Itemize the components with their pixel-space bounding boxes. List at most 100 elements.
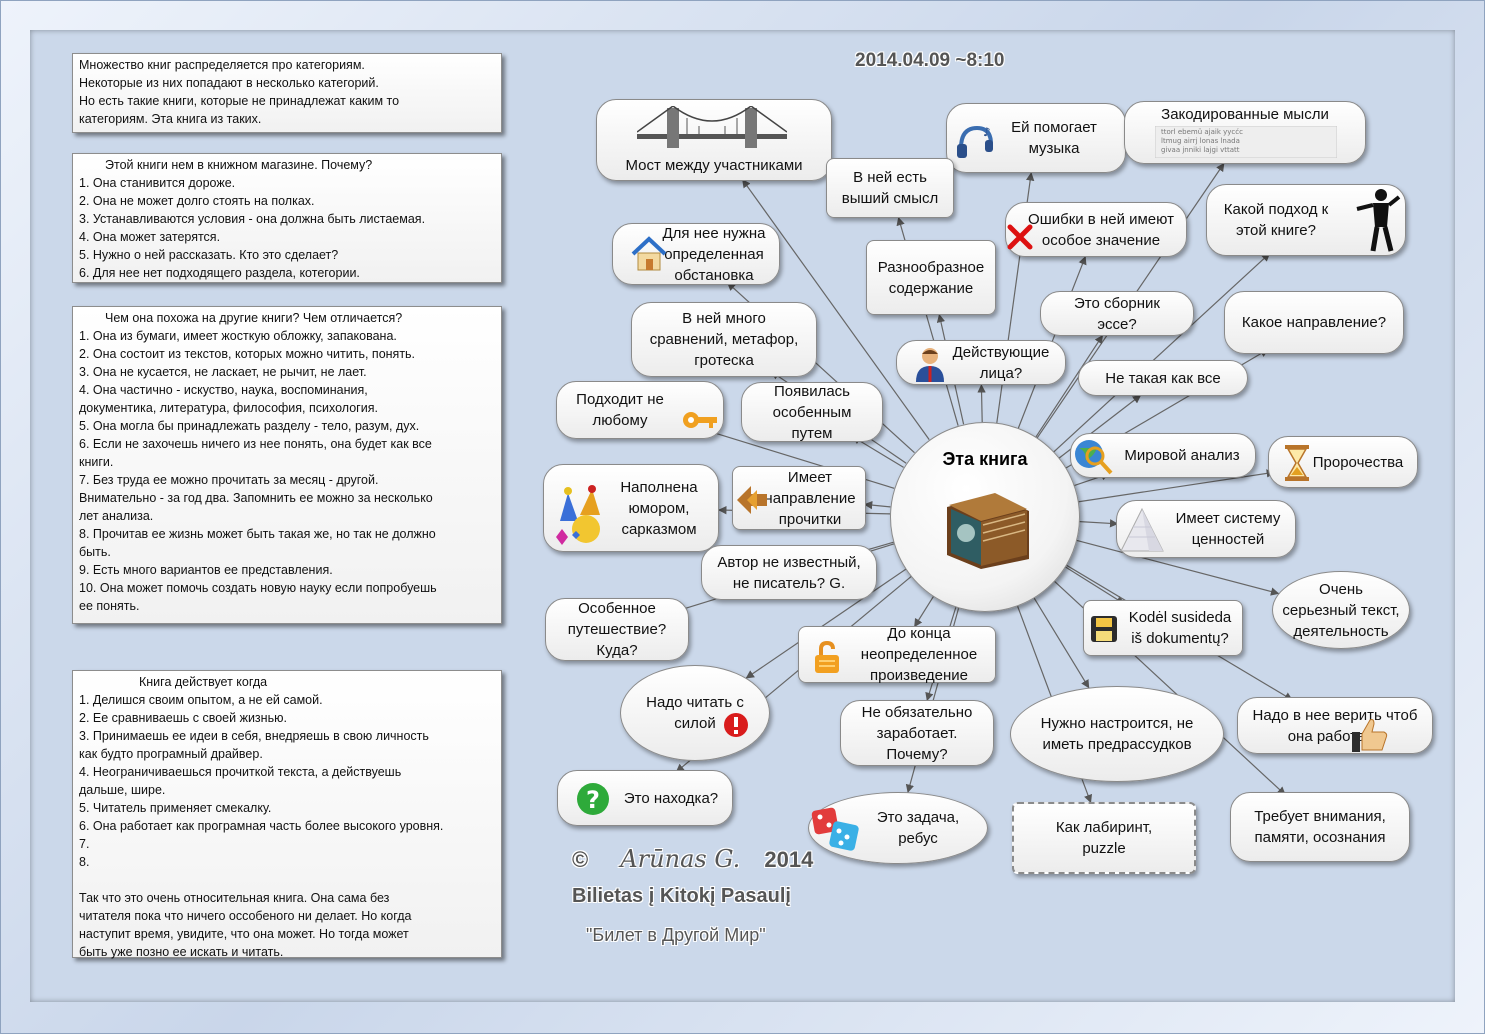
note-line: категориям. Эта книга из таких. (79, 112, 262, 126)
intro-note: Множество книг распределяется про катего… (72, 53, 502, 133)
node-text-line: произведение (870, 667, 968, 684)
copyright-symbol: © (572, 847, 589, 872)
node-text: В ней есть выший смысл (842, 167, 939, 209)
lock-icon (813, 641, 841, 675)
node-world[interactable]: Мировой анализ (1070, 433, 1256, 478)
note-line: быть. (79, 545, 111, 559)
node-meaning[interactable]: В ней есть выший смысл (826, 158, 954, 218)
node-direction[interactable]: Какое направление? (1224, 291, 1404, 354)
node-text-line: памяти, осознания (1254, 829, 1386, 846)
node-text-line: Нужно настроится, не (1040, 715, 1194, 732)
node-author[interactable]: Автор не известный,не писатель? G. (701, 545, 877, 600)
node-text: Закодированные мысли (1161, 104, 1329, 125)
note-line: Но есть такие книги, которые не принадле… (79, 94, 400, 108)
shop-note: Этой книги нем в книжном магазине. Почем… (72, 153, 502, 283)
jester-icon (550, 485, 612, 549)
note-line: 1. Она из бумаги, имеет жосткую обложку,… (79, 329, 397, 343)
node-text-line: направление (764, 489, 856, 507)
node-text-line: Мост между участниками (625, 157, 803, 174)
node-text: Автор не известный,не писатель? G. (717, 552, 860, 594)
pyramid-icon (1119, 507, 1165, 553)
credit-line2: Bilietas į Kitokį Pasaulį (572, 885, 791, 907)
question-icon: ? (576, 782, 610, 816)
note-title: Книга действует когда (139, 675, 268, 689)
connector-serious (1074, 539, 1280, 596)
connector-bridge (742, 179, 930, 440)
node-text-line: музыка (1028, 140, 1080, 157)
node-text-line: путем (791, 424, 833, 442)
connector-values (1077, 519, 1119, 528)
node-text-line: Какой подход к (1223, 201, 1329, 218)
dice-icon (811, 805, 861, 853)
center-node[interactable]: Эта книга (890, 422, 1080, 612)
node-text-line: эссе? (1097, 315, 1137, 333)
book-icon (947, 493, 1029, 569)
globe-icon (1073, 438, 1113, 476)
note-line: 2. Ее сравниваешь с своей жизнью. (79, 711, 287, 725)
node-text-line: В ней есть (853, 169, 927, 186)
node-diverse[interactable]: Разнообразное содержание (866, 240, 996, 315)
svg-text:♪: ♪ (983, 125, 991, 139)
note-line: читателя пока что ничего оссобеного ни д… (79, 909, 412, 923)
node-text-line: выший смысл (841, 190, 939, 207)
connector-approach (1052, 252, 1271, 453)
node-text-line: Разнообразное (877, 258, 985, 276)
node-maze[interactable]: Как лабиринт,puzzle (1012, 802, 1196, 874)
node-prophecy[interactable]: Пророчества (1268, 436, 1418, 488)
house-icon (631, 236, 667, 272)
node-text-line: Очень (1319, 580, 1363, 598)
node-task[interactable]: Это задача,ребус (808, 792, 988, 864)
node-text-line: содержание (888, 279, 974, 297)
key-icon (681, 408, 719, 432)
node-text-line: puzzle (1082, 840, 1126, 857)
node-text: Требует внимания,памяти, осознания (1254, 806, 1386, 848)
node-bridge[interactable]: Мост между участниками (596, 99, 832, 181)
connector-essays (1035, 334, 1104, 438)
svg-text:ltmug airrj lonas lnada: ltmug airrj lonas lnada (1161, 137, 1240, 145)
node-text-line: Kodėl susideda (1128, 609, 1232, 626)
node-text-line: она работала (1287, 727, 1383, 745)
node-text-line: гротеска (694, 352, 754, 369)
node-find[interactable]: Это находка?? (557, 770, 733, 826)
node-text-line: лица? (979, 364, 1023, 382)
node-text-line: неопределенное (860, 646, 978, 663)
node-text-line: Имеет систему (1175, 510, 1281, 527)
node-notlike[interactable]: Не такая как все (1078, 360, 1248, 396)
node-attention[interactable]: Требует внимания,памяти, осознания (1230, 792, 1410, 862)
node-text-line: юмором, (628, 499, 690, 517)
thumb-icon (1350, 716, 1390, 754)
node-text-line: не писатель? G. (732, 574, 846, 592)
node-text-line: заработает. (876, 724, 958, 742)
